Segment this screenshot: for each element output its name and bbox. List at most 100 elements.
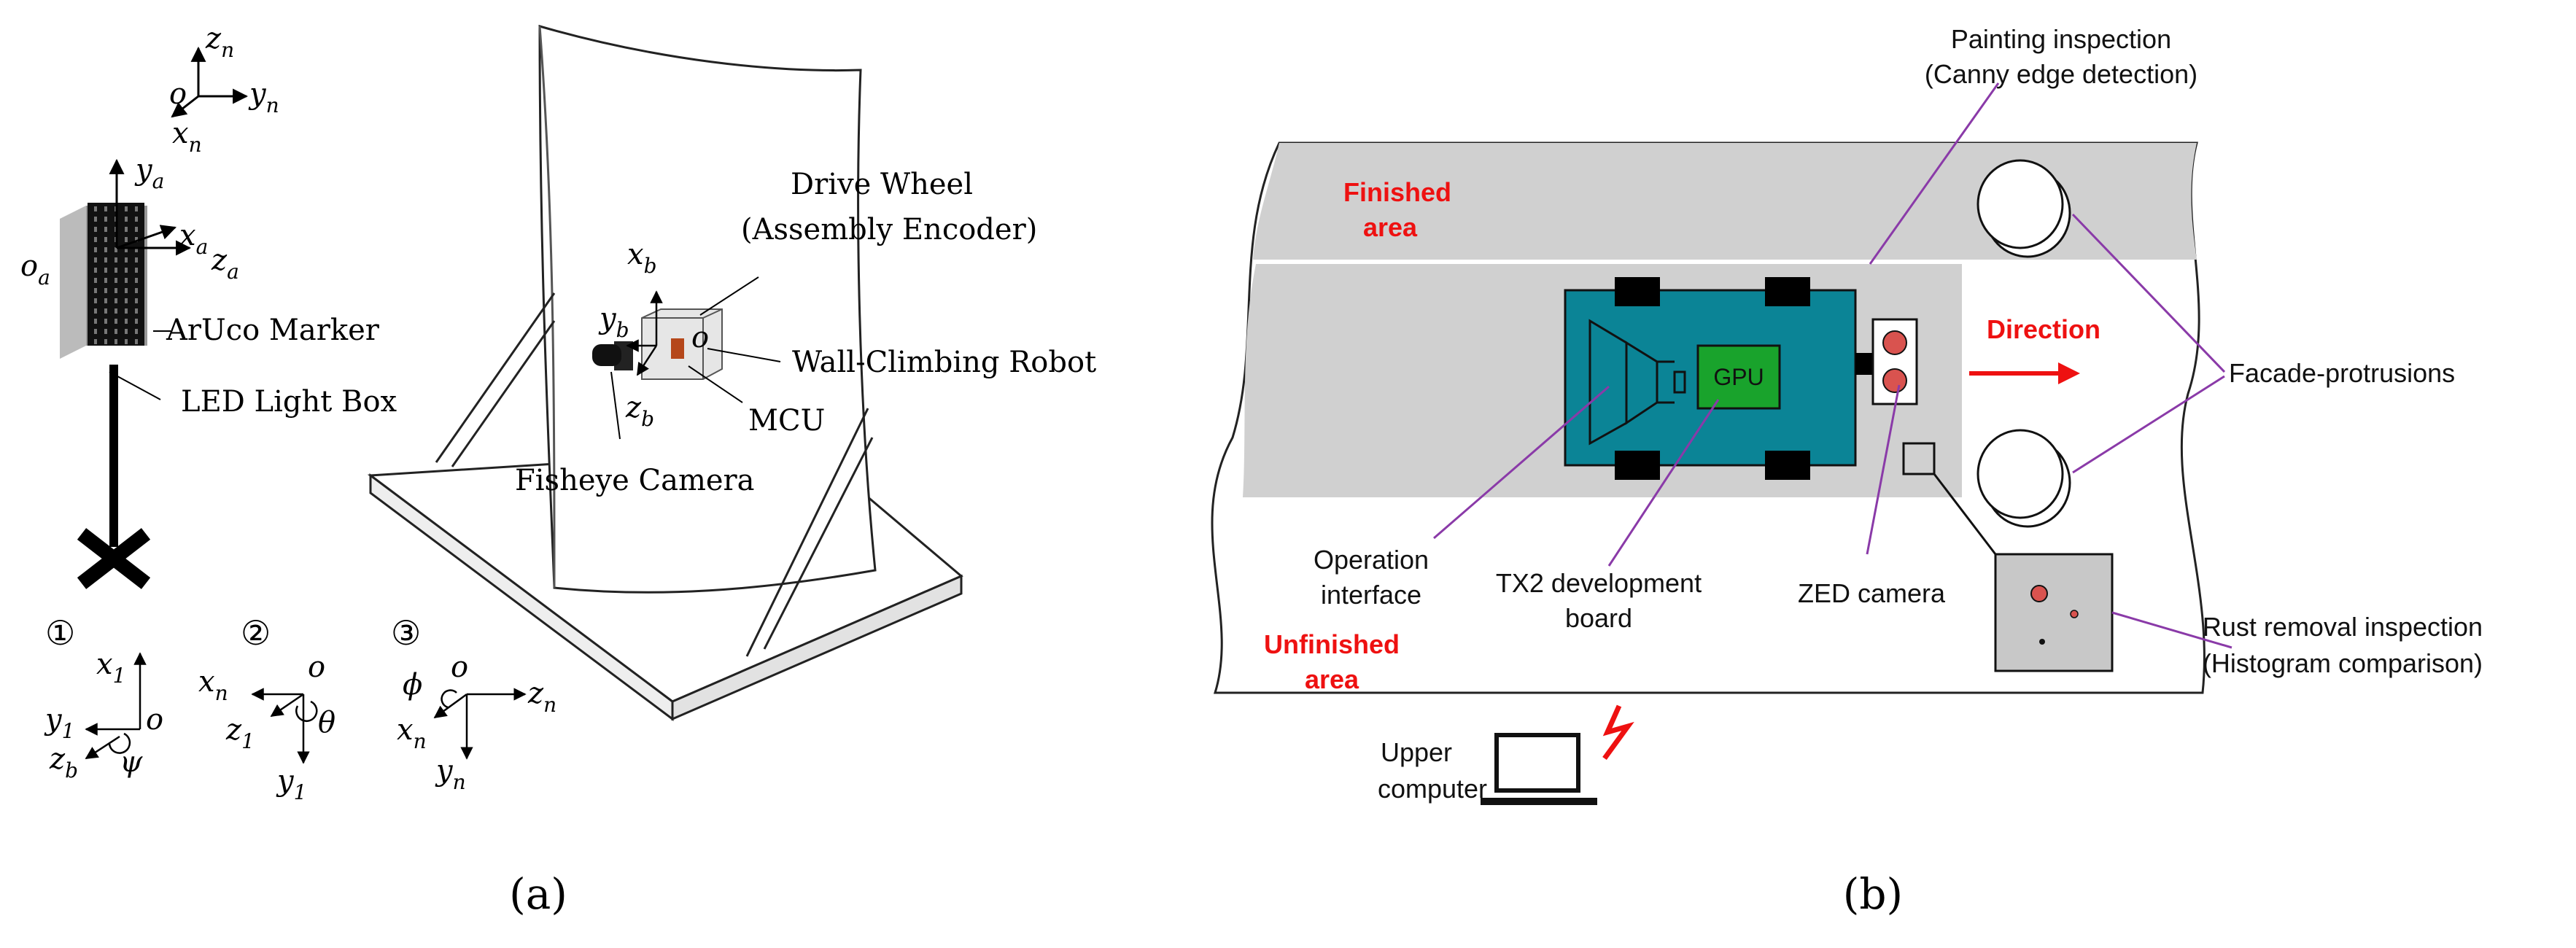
zed-lens-bottom <box>1882 368 1907 393</box>
direction-label: Direction <box>1987 314 2100 344</box>
marker-stand-base <box>77 528 151 589</box>
facade-protrusions-label: Facade-protrusions <box>2229 358 2455 388</box>
rig-brace-right-1 <box>745 408 869 657</box>
zed-camera-label: ZED camera <box>1798 578 1946 608</box>
panel-a: zn yn xn o ya xa za oa ArUco Marker LED … <box>20 22 1096 919</box>
callout-leaders <box>1433 82 2232 649</box>
step-1-marker: ① <box>45 613 75 653</box>
frame-a-axes <box>109 158 192 256</box>
zed-lens-top <box>1882 330 1907 355</box>
rust-zoom-box <box>1994 553 2114 672</box>
step-2-origin-label: o <box>308 650 325 684</box>
frame-b-origin-label: o <box>691 321 709 354</box>
step-3-origin-label: o <box>451 650 468 684</box>
gpu-label: GPU <box>1713 364 1764 390</box>
wall-climbing-robot-label: Wall-Climbing Robot <box>792 346 1096 379</box>
rig-brace-left-1 <box>435 292 556 463</box>
finished-area-label-line2: area <box>1363 212 1418 242</box>
frame-b-z-label: zb <box>625 391 654 431</box>
fisheye-camera-label: Fisheye Camera <box>515 464 755 497</box>
step-1-up-label: x1 <box>96 648 125 688</box>
frame-a-origin-label: oa <box>20 249 50 290</box>
step-1-left-label: y1 <box>44 703 74 743</box>
robot-b: GPU <box>1564 277 1918 480</box>
frame-b-y-label: yb <box>598 302 629 342</box>
rust-sample-marker <box>1902 442 1936 475</box>
led-light-box-label: LED Light Box <box>181 385 397 419</box>
rust-spot-3 <box>2039 639 2045 645</box>
robot-wheel-fr <box>1765 277 1810 306</box>
rig-brace-right-2 <box>763 437 874 650</box>
step-3-diag-label: xn <box>397 713 427 753</box>
upper-computer-label-line2: computer <box>1378 774 1487 804</box>
robot-wheel-fl <box>1615 277 1660 306</box>
frame-n-origin-label: o <box>169 77 187 111</box>
rig-base-side <box>671 574 963 721</box>
operation-interface-label-line1: Operation <box>1314 545 1429 575</box>
tx2-label-line2: board <box>1565 603 1632 633</box>
laptop-icon <box>1481 733 1597 805</box>
marker-stand-pole <box>109 365 118 547</box>
aruco-marker-label: ArUco Marker <box>166 314 380 347</box>
frame-a-y-label: ya <box>134 153 164 193</box>
step-2-angle-label: θ <box>318 706 335 739</box>
frame-n-y-label: yn <box>248 77 279 117</box>
step-3-marker: ③ <box>391 613 421 653</box>
finished-area-label-line1: Finished <box>1343 177 1451 207</box>
test-rig <box>367 25 963 721</box>
mcu-label: MCU <box>748 404 825 438</box>
rust-spot-2 <box>2070 610 2079 618</box>
finished-area <box>1253 143 2197 260</box>
rust-zoom-leader <box>1933 473 1997 555</box>
led-leader <box>109 371 161 400</box>
facade-protrusion-top <box>1976 159 2071 258</box>
rotation-step-1: ① x1 y1 o zb ψ <box>44 613 163 782</box>
painting-inspection-label-line1: Painting inspection <box>1951 24 2171 54</box>
unfinished-area-label-line1: Unfinished <box>1264 629 1400 659</box>
frame-a-x-label: xa <box>179 219 208 259</box>
step-2-diag-label: z1 <box>225 713 255 753</box>
led-light-box-side <box>60 206 86 359</box>
step-3-down-label: yn <box>435 754 466 794</box>
frame-n-z-label: zn <box>205 22 234 62</box>
tx2-label-line1: TX2 development <box>1496 568 1702 598</box>
step-2-left-label: xn <box>198 665 228 705</box>
curved-wall-edge <box>538 26 556 588</box>
rotation-step-3: ③ ϕ o zn xn yn <box>391 613 556 794</box>
panel-b-caption: (b) <box>1843 869 1903 919</box>
rust-removal-label-line2: (Histogram comparison) <box>2203 648 2483 678</box>
frame-b-x-label: xb <box>627 238 657 278</box>
step-1-origin-label: o <box>146 703 163 737</box>
unfinished-area-label-line2: area <box>1305 664 1359 694</box>
painting-inspection-label-line2: (Canny edge detection) <box>1925 59 2197 89</box>
rust-spot-1 <box>2030 585 2048 602</box>
frame-b-axes <box>626 290 663 376</box>
robot-wheel-rl <box>1615 451 1660 480</box>
step-3-right-label: zn <box>527 677 556 717</box>
step-2-down-label: y1 <box>276 764 306 804</box>
robot-wheel-rr <box>1765 451 1810 480</box>
step-1-diag-label: zb <box>49 742 78 782</box>
drive-wheel-label-line2: (Assembly Encoder) <box>741 213 1037 246</box>
wall-climbing-robot <box>592 308 723 380</box>
robot-leaders <box>610 276 781 440</box>
wireless-link-icon <box>1602 704 1634 761</box>
rig-brace-left-2 <box>451 320 556 467</box>
panel-a-caption: (a) <box>509 869 567 919</box>
step-2-marker: ② <box>241 613 271 653</box>
zed-mount <box>1855 353 1873 375</box>
facade-protrusion-bottom <box>1976 429 2071 528</box>
drive-wheel-label-line1: Drive Wheel <box>791 168 973 201</box>
upper-computer-label-line1: Upper <box>1381 737 1452 767</box>
rotation-step-2: ② xn o z1 θ y1 <box>198 613 335 804</box>
mcu-board <box>671 338 684 359</box>
frame-a-z-label: za <box>211 244 239 284</box>
panel-b: Finished area Unfinished area GPU <box>1211 24 2483 919</box>
operation-interface-label-line2: interface <box>1321 580 1421 610</box>
gpu-board <box>1696 344 1781 410</box>
rust-removal-label-line1: Rust removal inspection <box>2203 612 2483 642</box>
drive-wheel <box>592 344 621 366</box>
step-1-angle-label: ψ <box>120 745 143 779</box>
frame-n-axes <box>171 46 249 118</box>
